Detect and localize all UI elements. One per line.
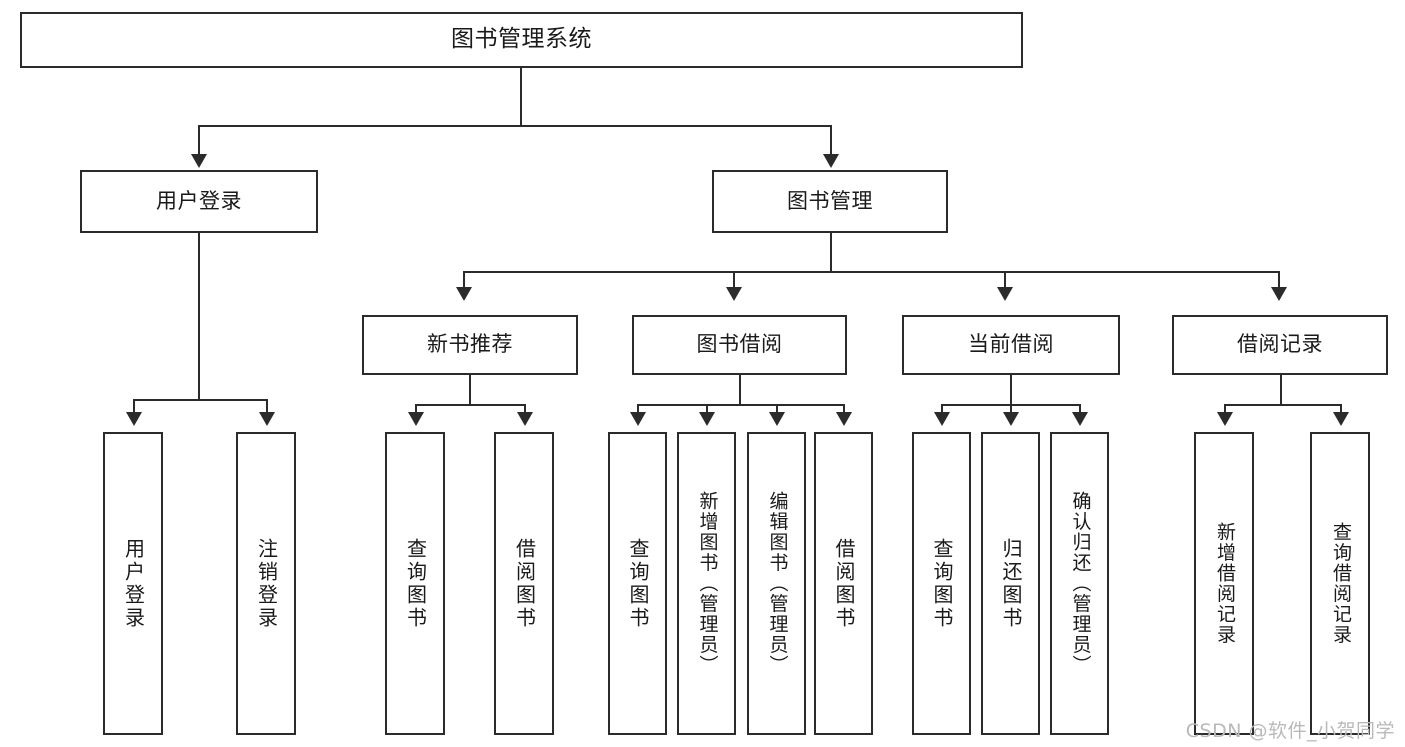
connector-cb-3 — [1079, 404, 1081, 413]
node-leaf-user-logout[interactable]: 注销登录 — [236, 432, 296, 735]
arrow-to-book-borrow — [726, 287, 742, 301]
connector-book-management-bus — [463, 271, 1280, 273]
node-leaf-confirm-return[interactable]: 确认归还（管理员） — [1050, 432, 1109, 735]
connector-borrowrecord-bus — [1224, 404, 1341, 406]
node-book-management-label: 图书管理 — [787, 188, 873, 213]
connector-root-stem — [520, 68, 522, 126]
connector-user-login-right — [266, 399, 268, 413]
connector-bm-to-recommend — [463, 271, 465, 288]
arrow-to-leaf-borrow-book-2 — [836, 412, 852, 426]
connector-user-login-left — [133, 399, 135, 413]
arrow-to-leaf-add-book — [699, 412, 715, 426]
node-leaf-query-book-2[interactable]: 查询图书 — [608, 432, 667, 735]
node-leaf-borrow-book-2-label: 借阅图书 — [832, 537, 856, 630]
arrow-to-book-management — [823, 154, 839, 168]
node-leaf-return-book[interactable]: 归还图书 — [981, 432, 1040, 735]
node-current-borrow-label: 当前借阅 — [968, 332, 1054, 357]
arrow-to-user-login — [191, 154, 207, 168]
connector-bb-2 — [706, 404, 708, 413]
arrow-to-leaf-add-record — [1217, 412, 1233, 426]
connector-bm-to-current — [1004, 271, 1006, 288]
connector-br-2 — [1340, 404, 1342, 413]
arrow-to-leaf-user-logout — [259, 412, 275, 426]
node-leaf-user-login[interactable]: 用户登录 — [103, 432, 163, 735]
connector-recommend-stem — [469, 375, 471, 405]
node-user-login[interactable]: 用户登录 — [80, 170, 318, 233]
node-new-book-recommend-label: 新书推荐 — [427, 332, 513, 357]
connector-bb-3 — [776, 404, 778, 413]
node-book-borrow[interactable]: 图书借阅 — [632, 315, 847, 375]
connector-cb-1 — [941, 404, 943, 413]
connector-bookborrow-bus — [637, 404, 844, 406]
node-leaf-add-book-label: 新增图书（管理员） — [696, 491, 719, 676]
connector-borrowrecord-stem — [1280, 375, 1282, 405]
node-leaf-query-book-1-label: 查询图书 — [403, 537, 428, 630]
connector-user-login-stem — [198, 233, 200, 400]
node-root[interactable]: 图书管理系统 — [20, 12, 1023, 68]
arrow-to-leaf-borrow-book-1 — [517, 412, 533, 426]
node-leaf-query-book-3[interactable]: 查询图书 — [912, 432, 971, 735]
node-leaf-query-book-2-label: 查询图书 — [626, 537, 650, 630]
node-leaf-borrow-book-1-label: 借阅图书 — [512, 537, 537, 630]
arrow-to-new-book-recommend — [456, 287, 472, 301]
node-leaf-add-book[interactable]: 新增图书（管理员） — [677, 432, 736, 735]
node-borrow-record-label: 借阅记录 — [1237, 332, 1323, 357]
node-leaf-query-record[interactable]: 查询借阅记录 — [1310, 432, 1370, 735]
connector-br-1 — [1224, 404, 1226, 413]
connector-root-bus — [198, 125, 832, 127]
arrow-to-leaf-return-book — [1003, 412, 1019, 426]
connector-bb-4 — [843, 404, 845, 413]
node-leaf-confirm-return-label: 确认归还（管理员） — [1069, 491, 1092, 676]
connector-to-book-management — [830, 125, 832, 155]
node-leaf-user-login-label: 用户登录 — [121, 537, 146, 630]
connector-to-user-login — [198, 125, 200, 155]
node-root-label: 图书管理系统 — [451, 26, 592, 53]
node-leaf-edit-book[interactable]: 编辑图书（管理员） — [747, 432, 806, 735]
node-leaf-query-book-1[interactable]: 查询图书 — [385, 432, 445, 735]
arrow-to-leaf-query-book-2 — [630, 412, 646, 426]
connector-book-management-stem — [830, 233, 832, 272]
arrow-to-borrow-record — [1271, 287, 1287, 301]
node-user-login-label: 用户登录 — [156, 188, 242, 213]
node-new-book-recommend[interactable]: 新书推荐 — [362, 315, 578, 375]
arrow-to-leaf-query-book-1 — [408, 412, 424, 426]
connector-bb-1 — [637, 404, 639, 413]
node-leaf-borrow-book-1[interactable]: 借阅图书 — [494, 432, 554, 735]
arrow-to-leaf-edit-book — [769, 412, 785, 426]
node-leaf-add-record-label: 新增借阅记录 — [1213, 522, 1236, 645]
connector-bm-to-record — [1278, 271, 1280, 288]
node-leaf-add-record[interactable]: 新增借阅记录 — [1194, 432, 1254, 735]
connector-recommend-bus — [415, 404, 525, 406]
connector-recommend-left — [415, 404, 417, 413]
arrow-to-leaf-confirm-return — [1072, 412, 1088, 426]
connector-currentborrow-stem — [1010, 375, 1012, 405]
arrow-to-leaf-query-book-3 — [934, 412, 950, 426]
connector-cb-2 — [1010, 404, 1012, 413]
connector-bookborrow-stem — [739, 375, 741, 405]
arrow-to-leaf-user-login — [126, 412, 142, 426]
node-leaf-query-book-3-label: 查询图书 — [930, 537, 954, 630]
node-leaf-query-record-label: 查询借阅记录 — [1329, 522, 1352, 645]
arrow-to-leaf-query-record — [1333, 412, 1349, 426]
watermark-text: CSDN @软件_小贺同学 — [1185, 720, 1395, 742]
connector-recommend-right — [524, 404, 526, 413]
connector-bm-to-borrow — [733, 271, 735, 288]
node-borrow-record[interactable]: 借阅记录 — [1172, 315, 1388, 375]
node-leaf-return-book-label: 归还图书 — [999, 537, 1023, 630]
arrow-to-current-borrow — [997, 287, 1013, 301]
node-leaf-user-logout-label: 注销登录 — [254, 537, 279, 630]
node-leaf-edit-book-label: 编辑图书（管理员） — [766, 491, 789, 676]
node-book-management[interactable]: 图书管理 — [712, 170, 948, 233]
node-book-borrow-label: 图书借阅 — [696, 332, 783, 357]
node-leaf-borrow-book-2[interactable]: 借阅图书 — [814, 432, 873, 735]
connector-user-login-bus — [133, 399, 266, 401]
node-current-borrow[interactable]: 当前借阅 — [902, 315, 1120, 375]
